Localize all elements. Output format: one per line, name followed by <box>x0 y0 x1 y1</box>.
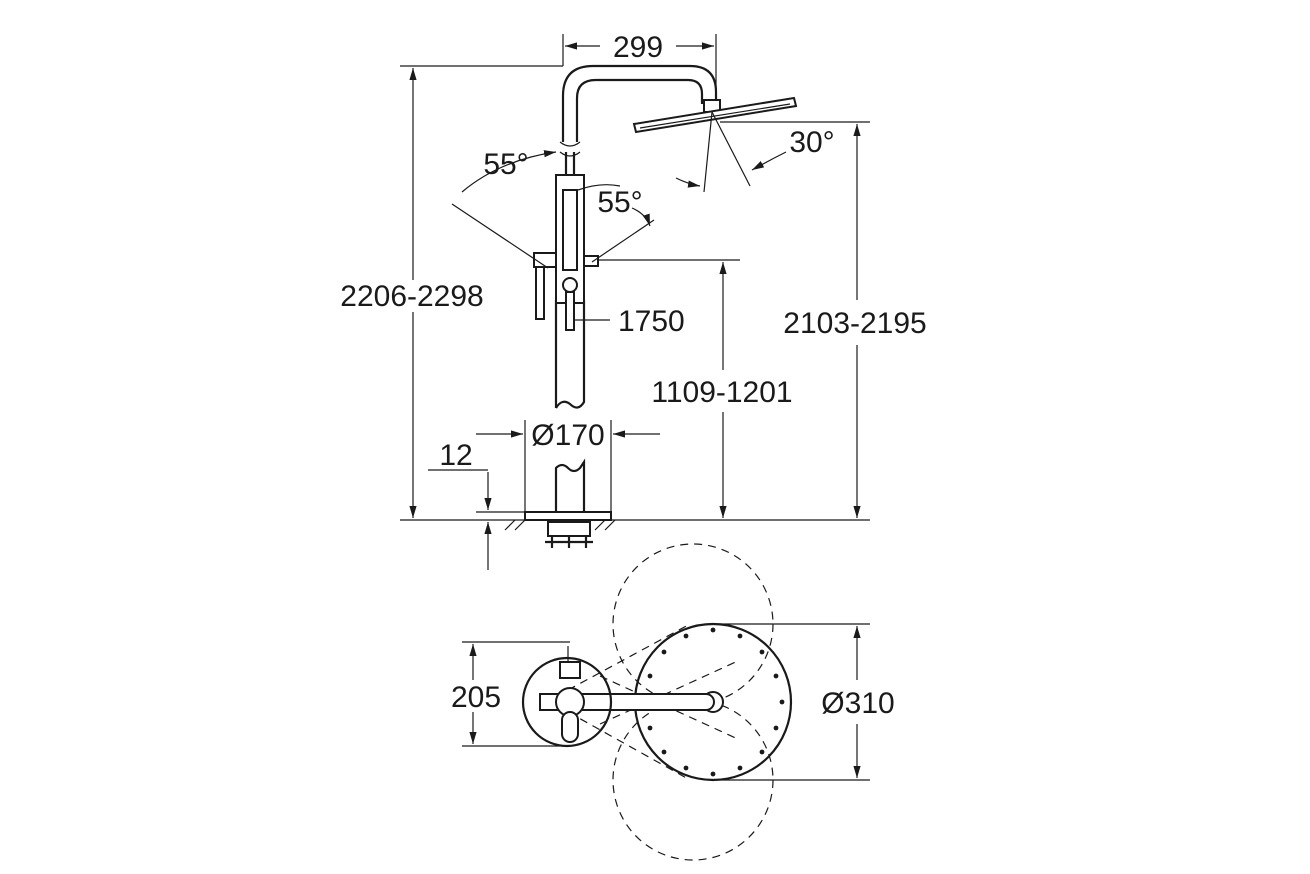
column-lower <box>554 458 586 512</box>
dim-total-height-left: 2206-2298 <box>340 280 483 313</box>
shower-arm-plan <box>573 693 715 711</box>
handle-right <box>583 255 599 267</box>
mounting-body <box>547 521 591 537</box>
base-plate <box>524 511 612 521</box>
shower-head <box>632 96 798 134</box>
dim-base-thickness: 12 <box>439 439 472 472</box>
diverter-knob <box>562 277 578 293</box>
dim-mixer-height: 1109-1201 <box>651 376 792 409</box>
dim-head-angle: 30° <box>789 126 834 159</box>
shower-head-nozzles <box>647 627 785 777</box>
hand-shower-holder <box>562 189 578 271</box>
mounting-bolts <box>545 536 593 548</box>
plan-view <box>521 543 793 861</box>
dim-head-diameter: Ø310 <box>821 687 894 720</box>
dim-angle-right: 55° <box>597 186 642 219</box>
elevation-view <box>400 64 870 548</box>
dim-total-height-right: 2103-2195 <box>783 307 926 340</box>
floor-hatch <box>504 519 616 531</box>
handle-left <box>533 252 557 268</box>
dim-angle-left: 55° <box>483 148 528 181</box>
riser-break <box>559 141 581 147</box>
dim-base-diameter: Ø170 <box>531 419 604 452</box>
dim-plan-offset: 205 <box>451 681 501 714</box>
mixer-plan <box>559 661 581 679</box>
column-upper <box>554 300 586 409</box>
dim-hand-shower-height: 1750 <box>618 305 685 338</box>
dim-arm-width: 299 <box>613 31 663 64</box>
plan-dimensions: 205 Ø310 <box>451 623 895 781</box>
spout-plan <box>561 711 579 743</box>
hand-shower <box>565 291 575 331</box>
handle-lever <box>535 266 545 320</box>
riser-inner <box>575 78 704 142</box>
elevation-dimensions: 299 2206-2298 2103-2195 1750 1109-1201 Ø… <box>340 31 927 570</box>
riser-outer <box>561 64 718 142</box>
